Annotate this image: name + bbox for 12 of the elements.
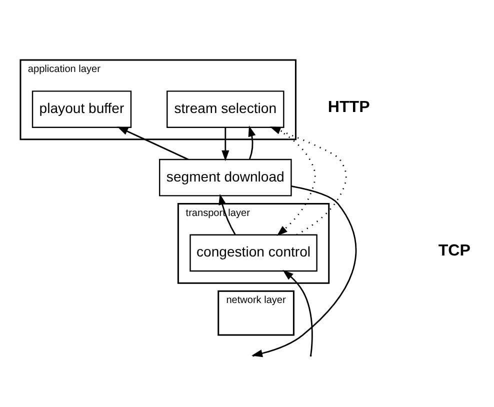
label: HTTP (328, 98, 370, 116)
arrow (282, 269, 313, 355)
node-box: stream selection (166, 90, 284, 128)
arrow (248, 125, 256, 159)
node-box: network layer (218, 290, 294, 336)
arrow (270, 126, 347, 235)
label: TCP (438, 241, 470, 260)
node-box: playout buffer (32, 90, 132, 128)
node-box: congestion control (190, 234, 318, 272)
arrow (222, 127, 230, 161)
node-box: segment download (159, 158, 292, 196)
arrow (218, 193, 236, 235)
